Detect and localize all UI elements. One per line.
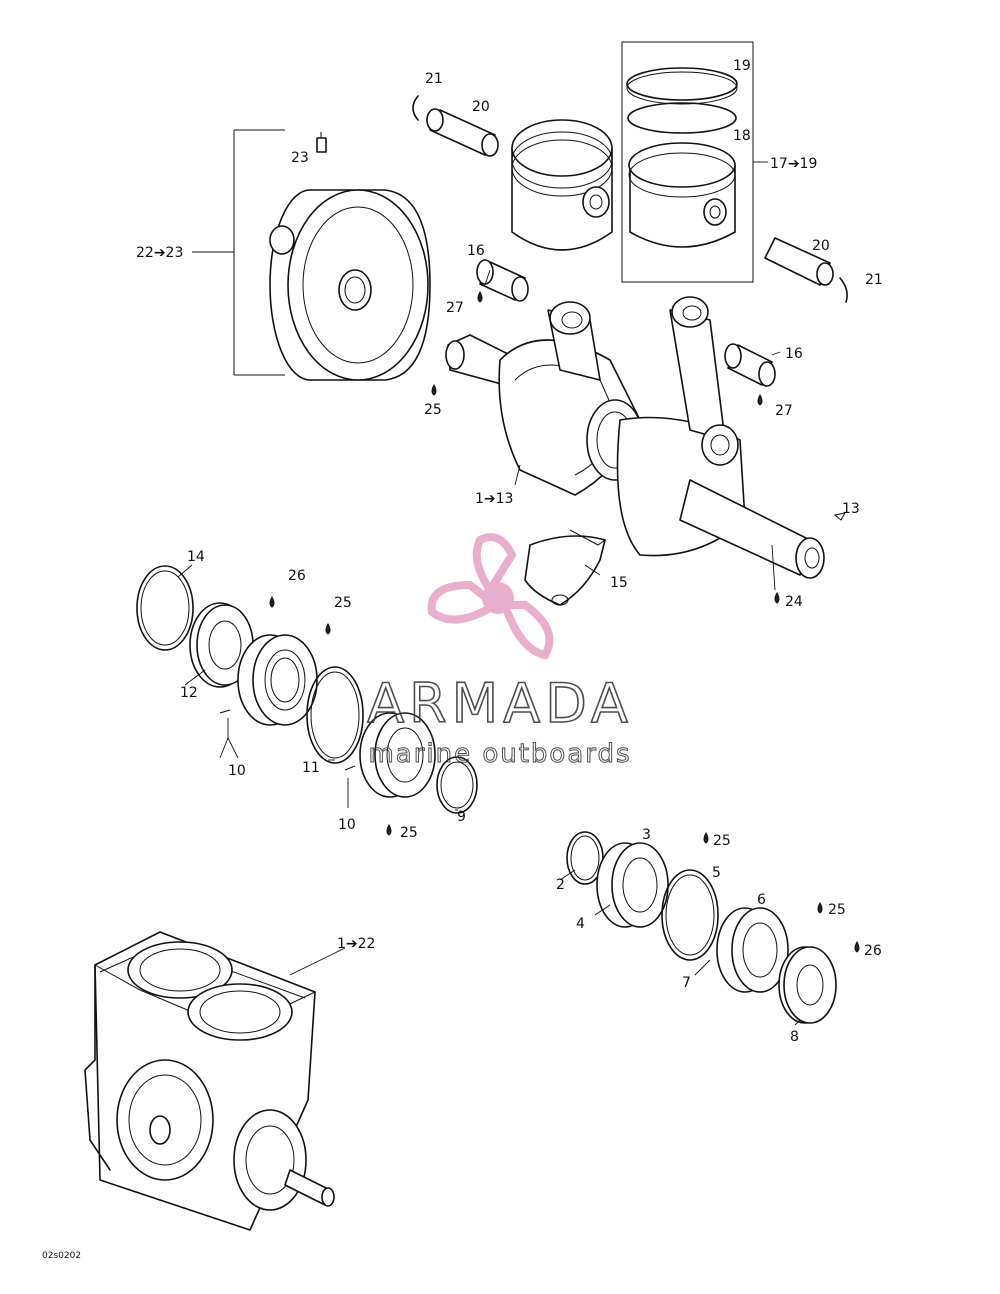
circlip-left (412, 95, 419, 121)
dowel-pin-10a (219, 709, 231, 714)
crankshaft-assembly (445, 296, 825, 579)
needle-bearing-16b (724, 343, 776, 387)
cylinder-bore-1 (127, 941, 233, 999)
shim-ring-9 (436, 756, 478, 814)
callout-19: 19 (733, 58, 751, 74)
piston-ring-set-group (621, 41, 768, 283)
callout-7: 7 (682, 975, 691, 991)
watermark-tagline: marine outboards (368, 739, 631, 769)
crank-pto-end (679, 479, 811, 576)
droplet-26a (269, 595, 275, 608)
callout-26b: 26 (864, 943, 882, 959)
leader-lines (177, 269, 801, 1026)
droplet-24 (774, 591, 780, 604)
shim-ring-5 (661, 869, 719, 961)
watermark-brand: ARMADA (367, 672, 633, 735)
ball-bearing-3 (596, 842, 669, 928)
callout-10a: 10 (228, 763, 246, 779)
drawing-code: 02s0202 (42, 1251, 81, 1261)
callout-25e: 25 (828, 902, 846, 918)
callout-26a: 26 (288, 568, 306, 584)
dowel-pin-10b (344, 765, 356, 771)
callout-5: 5 (712, 865, 721, 881)
droplet-25e (817, 901, 823, 914)
flywheel-bracket (233, 129, 285, 376)
propeller-logo-icon (427, 533, 554, 660)
callout-15: 15 (610, 575, 628, 591)
callout-1-13: 1➔13 (475, 491, 513, 507)
ball-bearing-center (359, 712, 436, 798)
callout-2: 2 (556, 877, 565, 893)
droplet-25b (325, 622, 331, 635)
piston-pin-right (764, 237, 831, 286)
callout-13: 13 (842, 501, 860, 517)
callout-16a: 16 (467, 243, 485, 259)
callout-4: 4 (576, 916, 585, 932)
circlip-right (839, 277, 848, 303)
callout-20b: 20 (812, 238, 830, 254)
callout-17-19: 17➔19 (770, 156, 817, 172)
droplet-27b (757, 393, 763, 406)
needle-bearing-16a (476, 259, 529, 302)
oil-seal-8 (778, 946, 837, 1024)
callout-3: 3 (642, 827, 651, 843)
callout-25a: 25 (424, 402, 442, 418)
callout-12: 12 (180, 685, 198, 701)
bearing-half-ring (524, 535, 606, 606)
engine-block (84, 931, 346, 1231)
callout-23: 23 (291, 150, 309, 166)
armada-watermark: ARMADA marine outboards (366, 533, 633, 770)
piston-pin-left (426, 108, 499, 157)
shim-ring-14 (136, 565, 194, 651)
piston-right (628, 142, 736, 248)
callout-9: 9 (457, 809, 466, 825)
callout-25c: 25 (400, 825, 418, 841)
callout-27b: 27 (775, 403, 793, 419)
callout-21a: 21 (425, 71, 443, 87)
flywheel-nut (316, 137, 327, 153)
callout-20a: 20 (472, 99, 490, 115)
piston-left (511, 119, 613, 251)
callout-10b: 10 (338, 817, 356, 833)
lock-nut-symbol-13 (833, 512, 846, 521)
callout-labels: 19 18 17➔19 21 20 23 22➔23 16 27 20 21 1… (42, 58, 883, 1261)
droplet-25c (386, 823, 392, 836)
ball-bearing-left (237, 634, 318, 726)
droplet-25a (431, 383, 437, 396)
lubrication-droplets (269, 290, 860, 953)
callout-21b: 21 (865, 272, 883, 288)
piston-ring-19 (626, 67, 738, 101)
callout-8: 8 (790, 1029, 799, 1045)
ball-bearing-6 (716, 907, 789, 993)
callout-14: 14 (187, 549, 205, 565)
shim-ring-11 (306, 666, 364, 764)
callout-1-22: 1➔22 (337, 936, 375, 952)
callout-22-23: 22➔23 (136, 245, 183, 261)
callout-25d: 25 (713, 833, 731, 849)
cylinder-bore-2 (187, 983, 293, 1041)
callout-6: 6 (757, 892, 766, 908)
callout-18: 18 (733, 128, 751, 144)
callout-11: 11 (302, 760, 320, 776)
callout-27a: 27 (446, 300, 464, 316)
callout-16b: 16 (785, 346, 803, 362)
piston-ring-18 (627, 102, 737, 134)
droplet-27a (477, 290, 483, 303)
magneto-flywheel (192, 129, 431, 381)
callout-24: 24 (785, 594, 803, 610)
callout-25b: 25 (334, 595, 352, 611)
droplet-26b (854, 940, 860, 953)
droplet-25d (703, 831, 709, 844)
